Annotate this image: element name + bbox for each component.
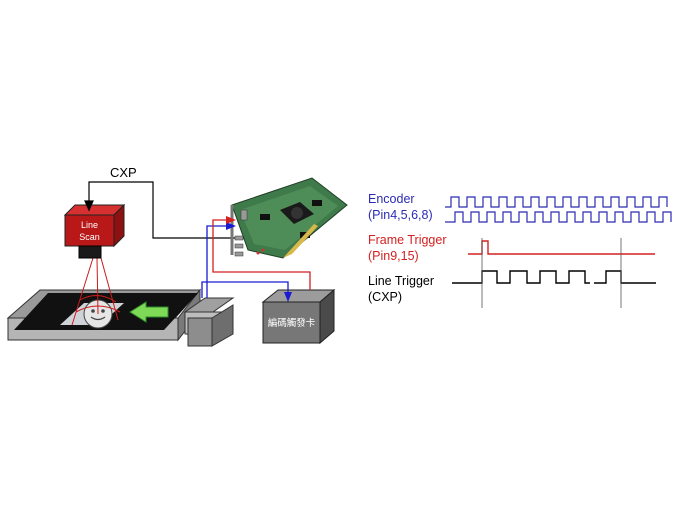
frame-trigger-waveform: [468, 240, 655, 255]
frame-trigger-label: Frame Trigger: [368, 233, 447, 247]
line-trigger-pins: (CXP): [368, 290, 402, 304]
frame-grabber-board: [230, 177, 348, 259]
line-trigger-waveform-end: [594, 270, 656, 284]
encoder-label: Encoder: [368, 192, 415, 206]
encoder-wire: [201, 222, 292, 302]
line-trigger-waveform: [452, 270, 590, 284]
scan-beams: [71, 257, 121, 326]
camera-label-line2: Scan: [79, 232, 100, 242]
timing-diagram: Encoder (Pin4,5,6,8) Frame Trigger (Pin9…: [368, 192, 672, 308]
camera-lens: [78, 245, 102, 259]
encoder-pins: (Pin4,5,6,8): [368, 208, 433, 222]
encoder-waveform-b: [445, 211, 672, 223]
line-scan-camera: Line Scan: [63, 203, 126, 259]
encoder-trigger-box: 編碼觸發卡: [261, 288, 336, 345]
cxp-label: CXP: [110, 165, 137, 180]
trigger-wire: [212, 216, 311, 290]
cxp-cable: [84, 181, 244, 239]
camera-label-line1: Line: [81, 220, 98, 230]
trigger-box-label: 編碼觸發卡: [268, 317, 316, 329]
encoder-unit: [187, 317, 213, 347]
line-trigger-label: Line Trigger: [368, 274, 434, 288]
direction-arrow-icon: [129, 301, 169, 323]
frame-trigger-pins: (Pin9,15): [368, 249, 419, 263]
encoder-waveform-a: [445, 196, 668, 208]
